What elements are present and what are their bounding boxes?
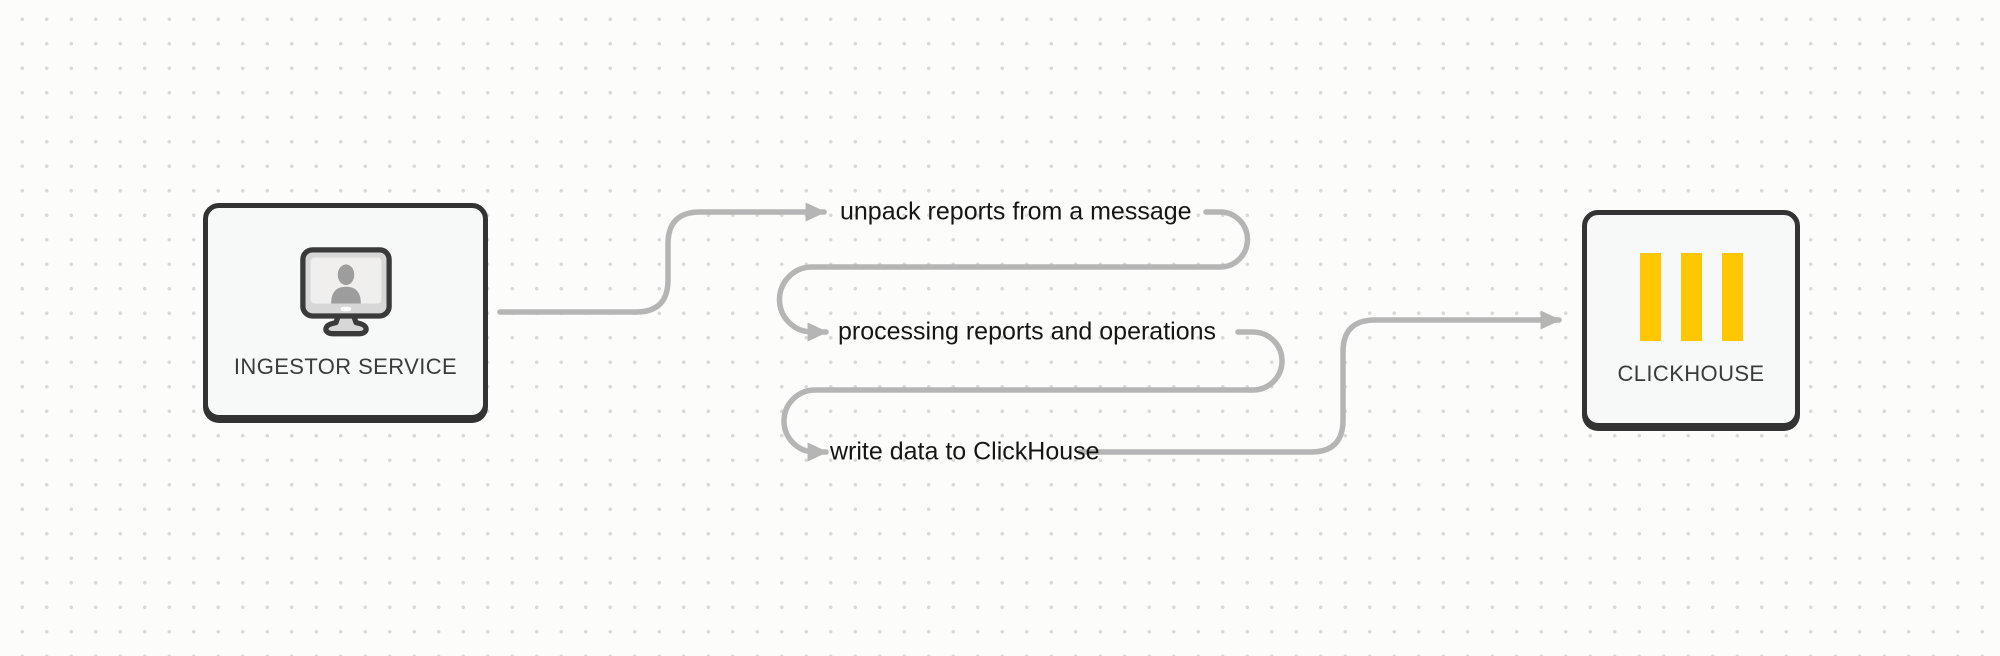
edge-step2-to-step3	[781, 329, 1285, 462]
node-label-clickhouse: CLICKHOUSE	[1617, 361, 1765, 386]
step-label-processing: processing reports and operations	[838, 317, 1217, 346]
clickhouse-logo-bar	[1639, 253, 1661, 341]
node-label-ingestor: INGESTOR SERVICE	[233, 353, 458, 379]
edge-ingestor-to-step1	[497, 202, 827, 315]
clickhouse-logo-bar	[1680, 253, 1702, 341]
edge-step3-to-clickhouse	[1077, 310, 1562, 455]
step-label-unpack: unpack reports from a message	[840, 197, 1192, 226]
step-label-write: write data to ClickHouse	[830, 437, 1100, 466]
clickhouse-logo-bar	[1721, 253, 1743, 341]
monitor-user-icon	[299, 246, 392, 336]
node-ingestor-service[interactable]: INGESTOR SERVICE	[203, 203, 488, 420]
edge-step1-to-step2	[776, 209, 1251, 342]
node-clickhouse[interactable]: CLICKHOUSE	[1582, 210, 1800, 428]
clickhouse-logo-icon	[1639, 253, 1743, 341]
